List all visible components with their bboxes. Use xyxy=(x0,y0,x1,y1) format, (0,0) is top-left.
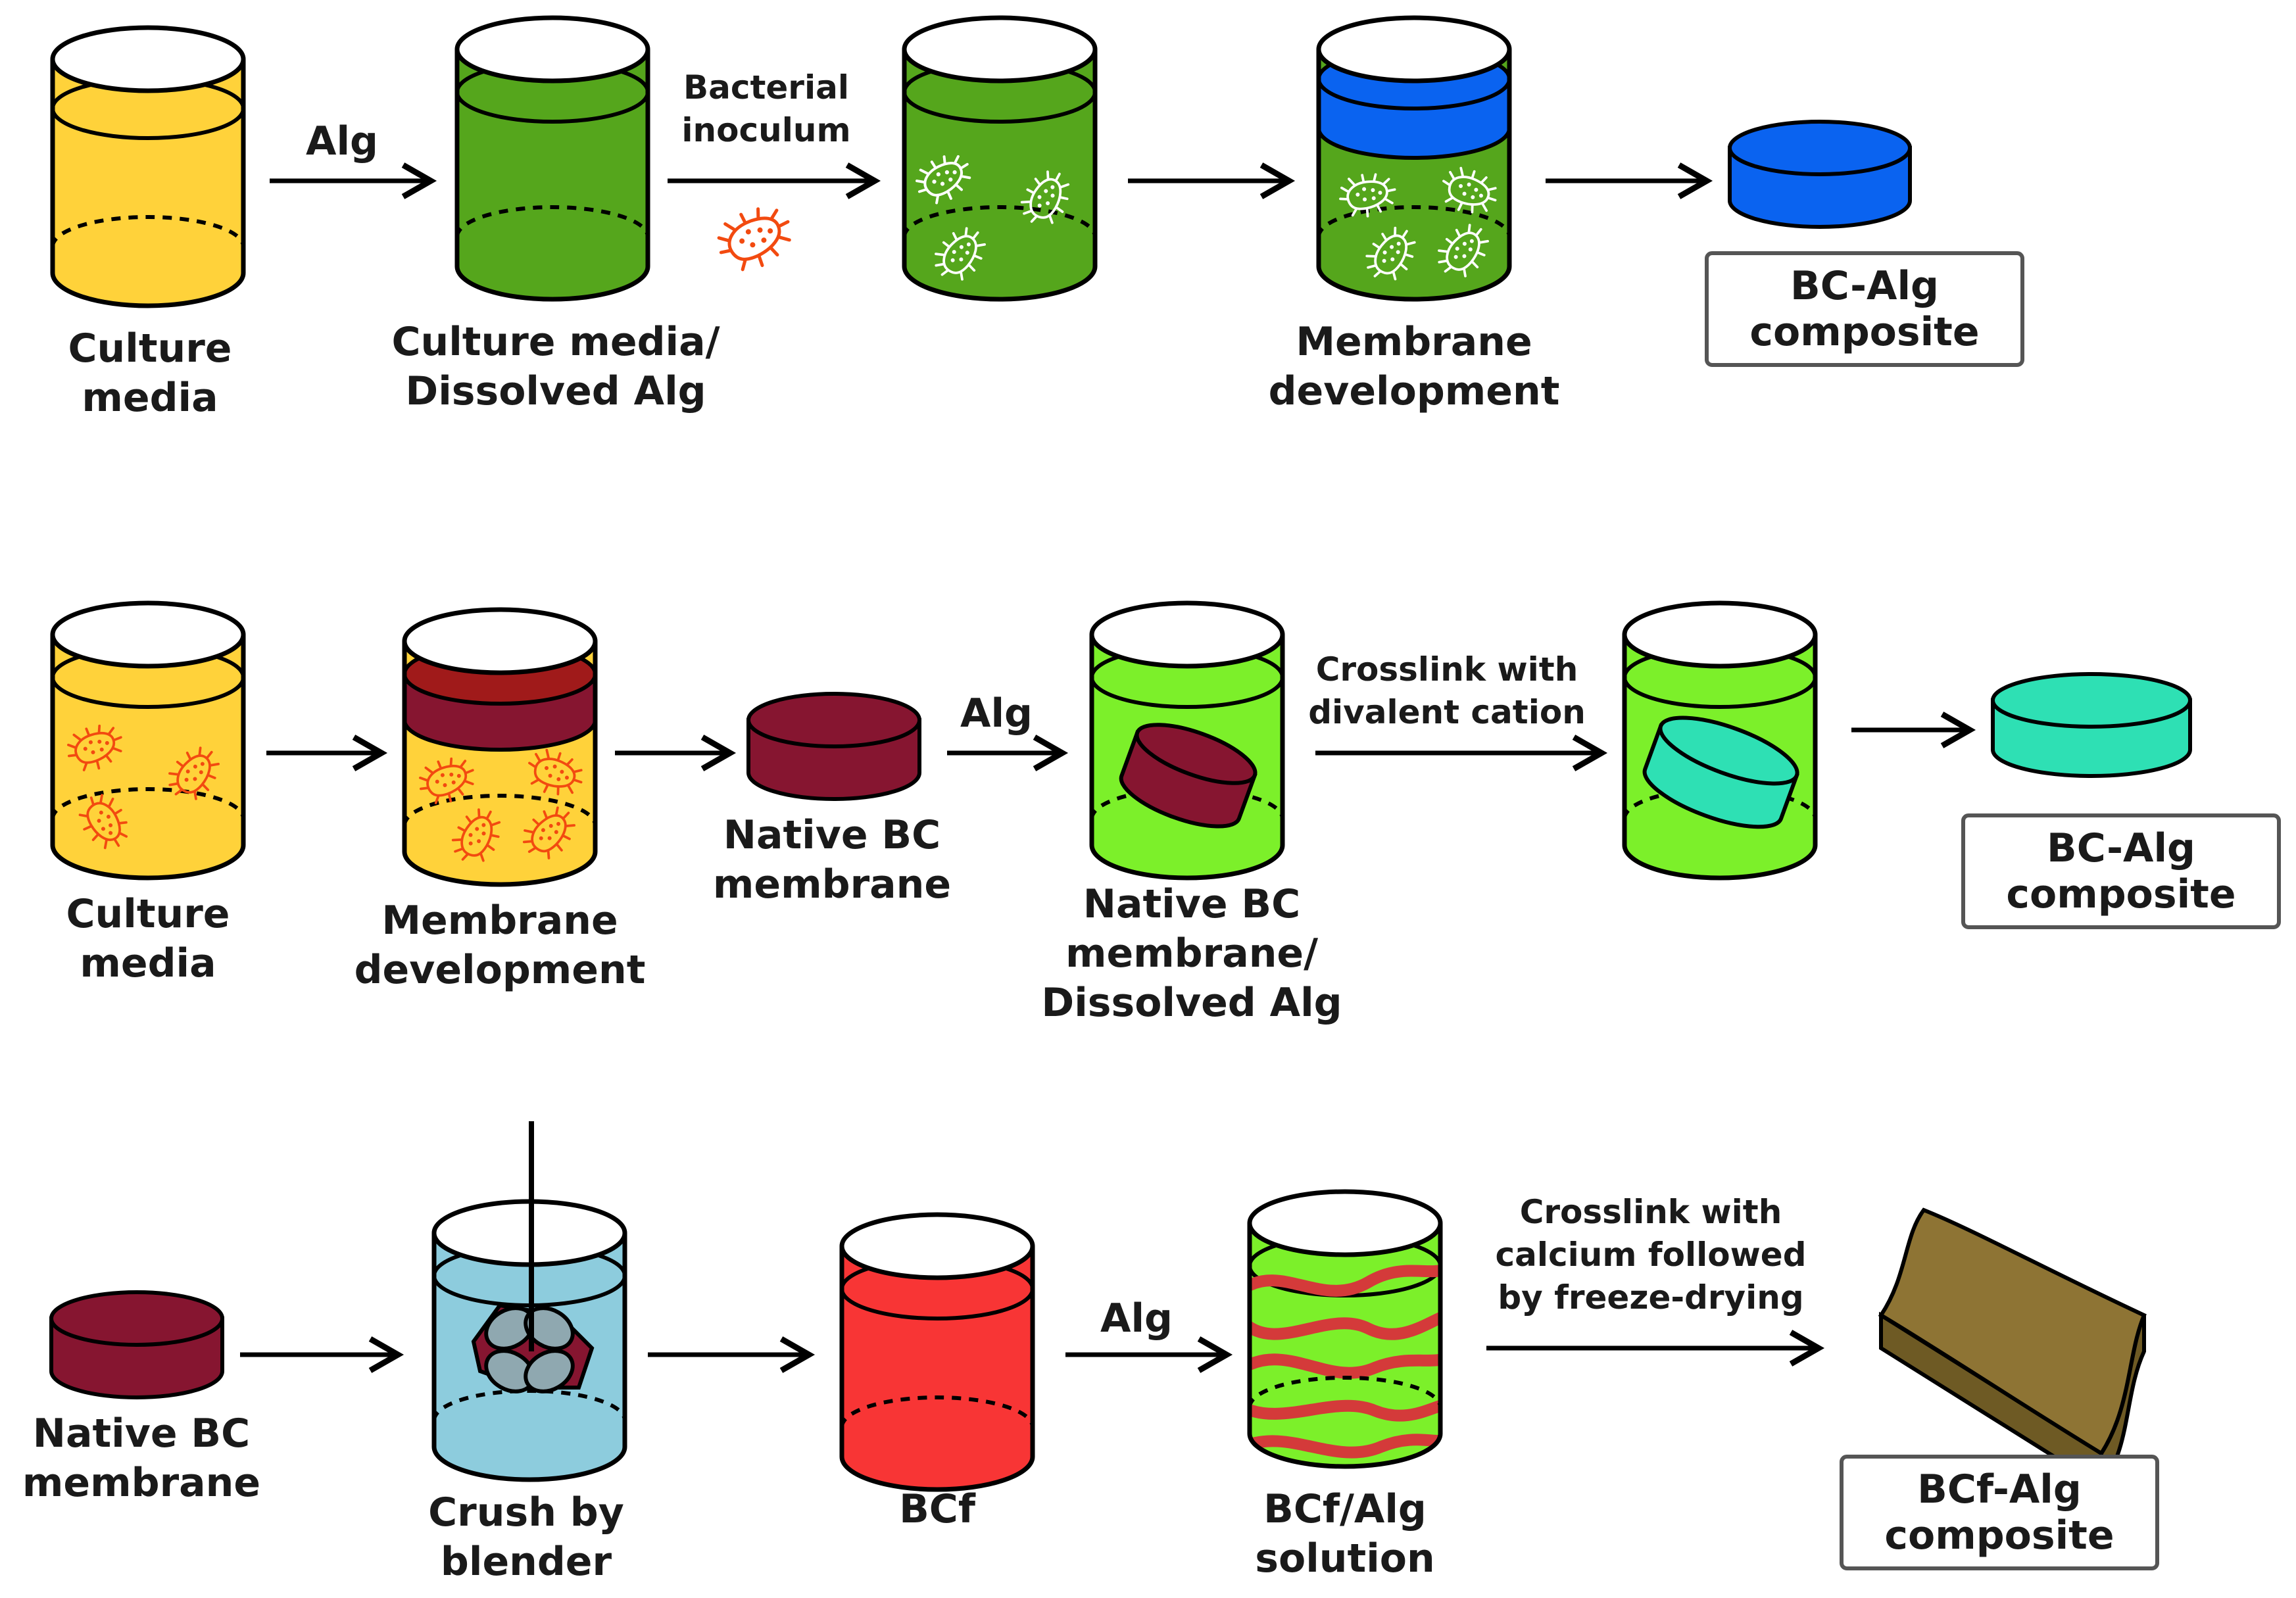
row3-beaker-blender xyxy=(431,1199,627,1482)
row2-label-culture-media-2: media xyxy=(80,940,216,986)
row2-native-bc-membrane-disc xyxy=(746,692,921,801)
row1-product-label-2: composite xyxy=(1749,309,1979,355)
row3-label-native-bc-1: Native BC xyxy=(33,1411,250,1457)
row2-label-beaker3-1: Native BC xyxy=(1083,881,1300,927)
row1-label-dissolved-alg-2: Dissolved Alg xyxy=(405,368,706,414)
row1-label-culture-media-1: Culture xyxy=(68,326,232,372)
row2-label-culture-media-1: Culture xyxy=(66,891,230,937)
row1-beaker-membrane-development xyxy=(1316,15,1512,302)
row1-label-membrane-1: Membrane xyxy=(1296,319,1532,365)
row3-label-solution-2: solution xyxy=(1255,1536,1434,1582)
row2-arrow-crosslink-label-1: Crosslink with xyxy=(1316,650,1578,689)
row1-product-bc-alg-disc xyxy=(1728,120,1912,229)
row3-label-native-bc-2: membrane xyxy=(22,1460,260,1506)
row3-native-bc-membrane-disc xyxy=(49,1290,224,1399)
row3-beaker-bcf-alg-solution xyxy=(1247,1189,1443,1469)
row3-product-label-1: BCf-Alg xyxy=(1917,1466,2082,1513)
row3-arrow-crosslink-label-2: calcium followed xyxy=(1495,1236,1806,1274)
row1-beaker-dissolved-alg xyxy=(454,15,650,302)
row3-beaker-bcf xyxy=(839,1212,1035,1492)
row3-arrow-crosslink-label-3: by freeze-drying xyxy=(1498,1278,1803,1317)
row2-product-bc-alg-disc xyxy=(1991,672,2192,778)
row2-label-native-bc-2: membrane xyxy=(713,861,951,908)
row1-bacteria-icon xyxy=(709,194,800,281)
row3-label-blender-2: blender xyxy=(441,1539,612,1585)
row3-label-bcf: BCf xyxy=(899,1486,976,1532)
row2-arrow-alg-label: Alg xyxy=(960,690,1033,737)
row3-product-label-box xyxy=(1840,1455,2159,1570)
row2-label-membrane-1: Membrane xyxy=(381,898,618,944)
row2-product-label-1: BC-Alg xyxy=(2047,825,2195,871)
row2-label-beaker3-2: membrane/ xyxy=(1065,931,1318,977)
row2-beaker-culture-media xyxy=(50,600,246,881)
row2-beaker-crosslinked xyxy=(1622,600,1818,881)
row2-beaker-native-bc-dissolved-alg xyxy=(1089,600,1285,881)
row2-label-native-bc-1: Native BC xyxy=(723,812,940,858)
row1-product-label-box xyxy=(1705,251,2024,367)
row2-product-label-2: composite xyxy=(2006,871,2235,917)
row2-label-membrane-2: development xyxy=(354,947,646,993)
row1-beaker-culture-media xyxy=(50,25,246,308)
row1-product-label-1: BC-Alg xyxy=(1790,263,1939,309)
row1-label-culture-media-2: media xyxy=(82,375,218,421)
row3-arrow-alg-label: Alg xyxy=(1100,1295,1173,1342)
row3-label-solution-1: BCf/Alg xyxy=(1263,1486,1427,1532)
row2-arrow-crosslink-label-2: divalent cation xyxy=(1308,693,1586,731)
row3-arrow-crosslink-label-1: Crosslink with xyxy=(1520,1193,1782,1231)
row2-beaker-membrane-development xyxy=(402,607,598,887)
row2-label-beaker3-3: Dissolved Alg xyxy=(1041,980,1342,1026)
row3-label-blender-1: Crush by xyxy=(428,1489,624,1536)
row1-label-membrane-2: development xyxy=(1269,368,1560,414)
row3-product-bcf-alg-sponge xyxy=(1878,1207,2147,1493)
row1-arrow-inoculum-label-2: inoculum xyxy=(681,111,850,149)
row1-beaker-inoculated xyxy=(902,15,1098,302)
row3-product-label-2: composite xyxy=(1884,1513,2114,1559)
row1-arrow-inoculum-label-1: Bacterial xyxy=(683,68,849,107)
row1-arrow-alg-label: Alg xyxy=(306,118,378,164)
row2-product-label-box xyxy=(1961,813,2281,929)
row1-label-dissolved-alg-1: Culture media/ xyxy=(391,319,720,365)
